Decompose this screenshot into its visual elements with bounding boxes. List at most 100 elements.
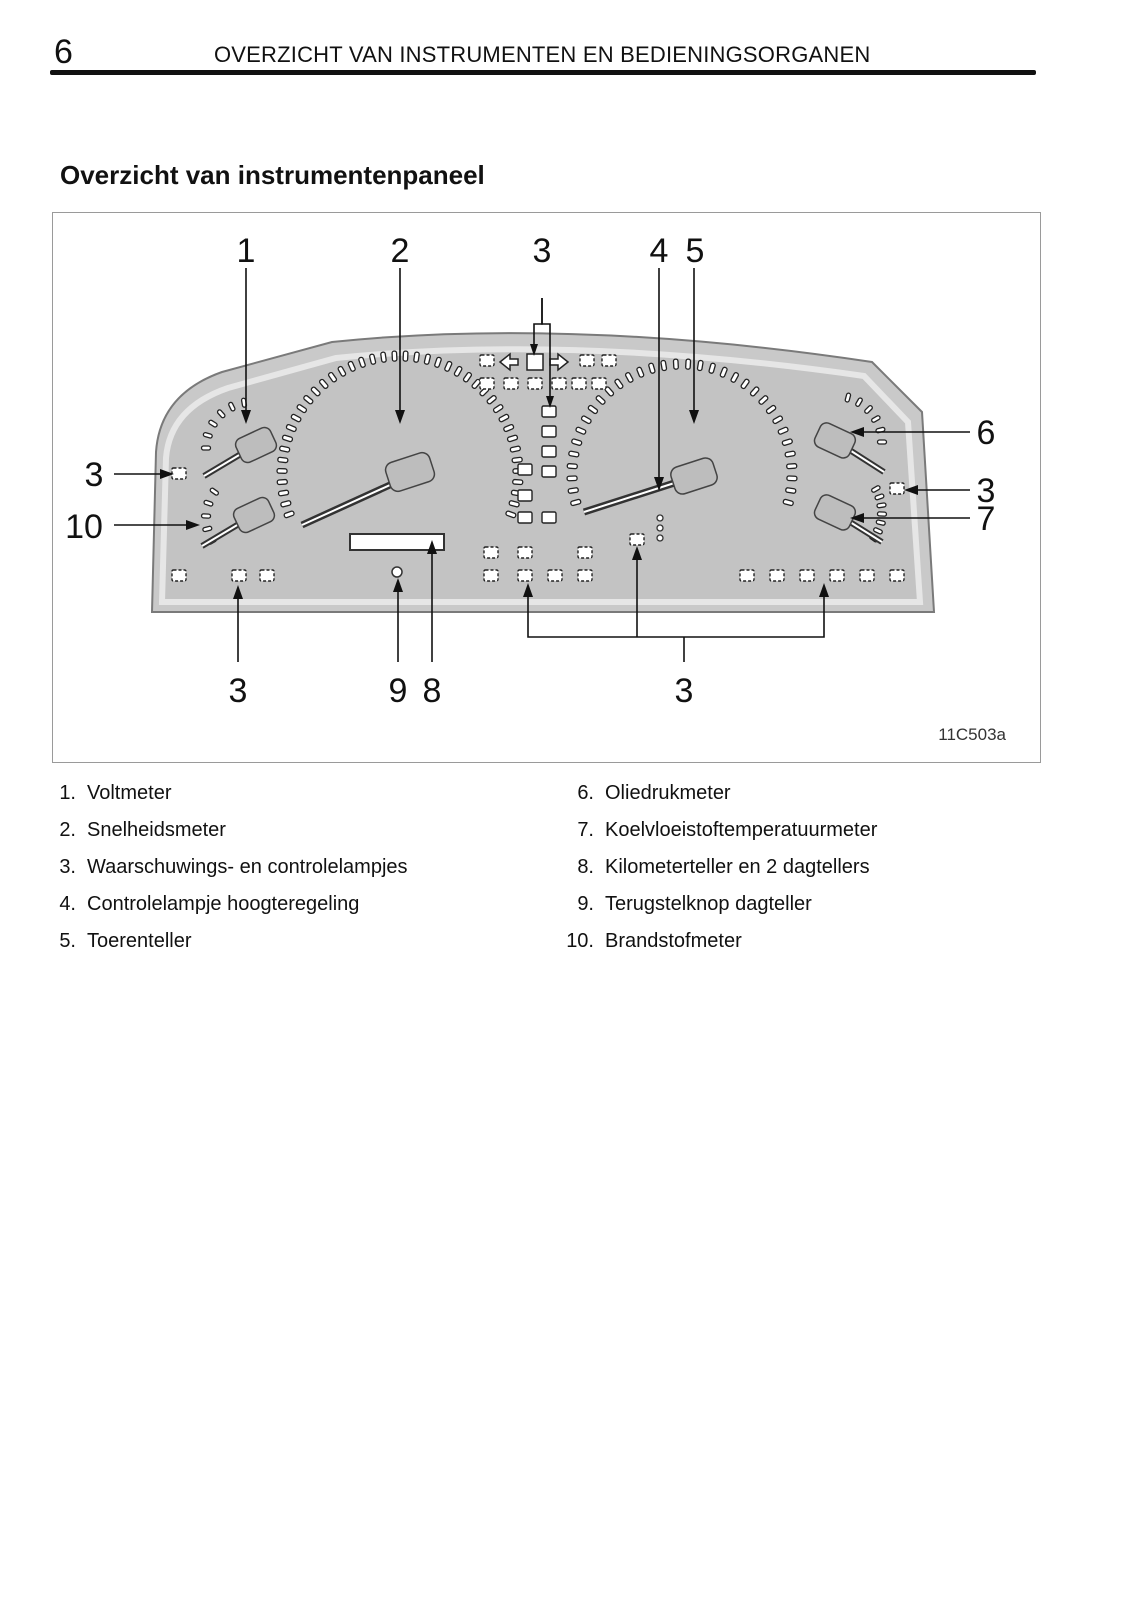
warning-lamp xyxy=(769,569,785,582)
gauge-tick xyxy=(277,456,289,464)
gauge-tick xyxy=(871,415,881,423)
gauge-tick xyxy=(200,513,212,519)
gauge-tick xyxy=(280,500,292,508)
gauge-tick xyxy=(568,450,580,458)
gauge-tick xyxy=(782,498,794,507)
gauge-tick xyxy=(327,371,338,383)
gauge-tick xyxy=(864,405,873,414)
gauge-tick xyxy=(369,353,377,365)
callout-odometer: 8 xyxy=(423,672,442,710)
gauge-tick xyxy=(508,500,520,508)
gauge-tick xyxy=(876,502,887,509)
gauge-tick xyxy=(871,485,881,493)
legend-item: 2.Snelheidsmeter xyxy=(56,817,408,854)
gauge-tick xyxy=(876,511,888,517)
gauge-tick xyxy=(358,356,366,368)
legend-item-label: Koelvloeistoftemperatuurmeter xyxy=(605,819,878,841)
speedometer-needle xyxy=(300,451,436,529)
legend-item: 9.Terugstelknop dagteller xyxy=(562,891,877,928)
running-header: OVERZICHT VAN INSTRUMENTEN EN BEDIENINGS… xyxy=(214,42,871,67)
gauge-tick xyxy=(296,404,308,414)
tachometer-needle xyxy=(582,457,718,516)
warning-lamp xyxy=(483,569,499,582)
gauge-tick xyxy=(873,527,883,535)
callout-headlight-level: 4 xyxy=(650,232,669,270)
speedometer-scale xyxy=(276,350,524,519)
callout-reset-knob: 9 xyxy=(389,672,408,710)
gauge-tick xyxy=(749,386,760,397)
warning-lamp xyxy=(551,377,567,390)
gauge-tick xyxy=(566,475,578,482)
warning-lamp xyxy=(629,533,645,546)
gauge-tick xyxy=(506,434,519,443)
warning-lamp xyxy=(541,425,557,438)
warning-lamp xyxy=(547,569,563,582)
gauge-tick xyxy=(277,489,290,497)
warning-lamp xyxy=(479,377,495,390)
warning-lamp xyxy=(577,546,593,559)
warning-lamp xyxy=(517,569,533,582)
callout-speedometer: 2 xyxy=(391,232,410,270)
warning-lamp xyxy=(601,354,617,367)
gauge-tick xyxy=(648,362,656,374)
warning-lamp xyxy=(503,377,519,390)
warning-lamp xyxy=(171,569,187,582)
warning-lamp xyxy=(591,377,607,390)
gauge-tick xyxy=(402,350,409,362)
gauge-tick xyxy=(875,519,886,526)
gauge-tick xyxy=(505,510,517,519)
fuel-gauge-needle xyxy=(200,496,276,549)
callout-coolant: 7 xyxy=(977,500,996,538)
gauge-tick xyxy=(202,525,213,533)
callout-voltmeter: 1 xyxy=(237,232,256,270)
gauge-tick xyxy=(200,445,212,451)
legend-item-label: Toerenteller xyxy=(87,930,192,952)
gauge-tick xyxy=(318,378,329,390)
callout-tachometer: 5 xyxy=(686,232,705,270)
callout-warning-right: 3 xyxy=(977,472,996,510)
warning-lamp xyxy=(517,511,533,524)
gauge-tick xyxy=(276,478,288,486)
warning-lamp xyxy=(259,569,275,582)
legend-item: 10.Brandstofmeter xyxy=(562,928,877,965)
section-title: Overzicht van instrumentenpaneel xyxy=(60,160,485,190)
tachometer-scale xyxy=(566,358,798,507)
gauge-tick xyxy=(203,499,214,507)
callout-warning-bottom-right: 3 xyxy=(675,672,694,710)
gauge-tick xyxy=(423,353,431,365)
gauge-tick xyxy=(279,445,291,453)
warning-lamp xyxy=(479,354,495,367)
warning-lamp xyxy=(483,546,499,559)
gauge-tick xyxy=(595,395,606,405)
gauge-tick xyxy=(624,372,634,383)
legend-item-number: 7. xyxy=(577,819,594,841)
gauge-tick xyxy=(434,356,442,368)
legend-item-number: 4. xyxy=(59,893,76,915)
gauge-tick xyxy=(303,394,314,405)
gauge-tick xyxy=(685,358,692,370)
gauge-tick xyxy=(580,415,592,425)
gauge-tick xyxy=(765,404,777,415)
warning-lamp xyxy=(859,569,875,582)
legend-item-label: Kilometerteller en 2 dagtellers xyxy=(605,856,870,878)
trip-reset-knob[interactable] xyxy=(391,566,403,578)
gauge-tick xyxy=(614,378,624,390)
gauge-tick xyxy=(391,350,398,362)
gauge-tick xyxy=(202,431,213,439)
gauge-tick xyxy=(719,366,728,378)
warning-lamp xyxy=(517,489,533,502)
warning-lamp xyxy=(527,377,543,390)
gauge-tick xyxy=(696,359,704,372)
legend-item: 8.Kilometerteller en 2 dagtellers xyxy=(562,854,877,891)
legend-item-label: Snelheidsmeter xyxy=(87,819,226,841)
gauge-tick xyxy=(587,404,599,415)
callout-warning-left: 3 xyxy=(85,456,104,494)
gauge-tick xyxy=(781,438,793,446)
gauge-tick xyxy=(566,463,578,470)
callout-oil-pressure: 6 xyxy=(977,414,996,452)
gauge-tick xyxy=(571,438,583,446)
warning-lamp xyxy=(171,467,187,480)
gauge-tick xyxy=(310,386,321,397)
warning-lamp xyxy=(517,546,533,559)
gauge-tick xyxy=(290,413,302,423)
